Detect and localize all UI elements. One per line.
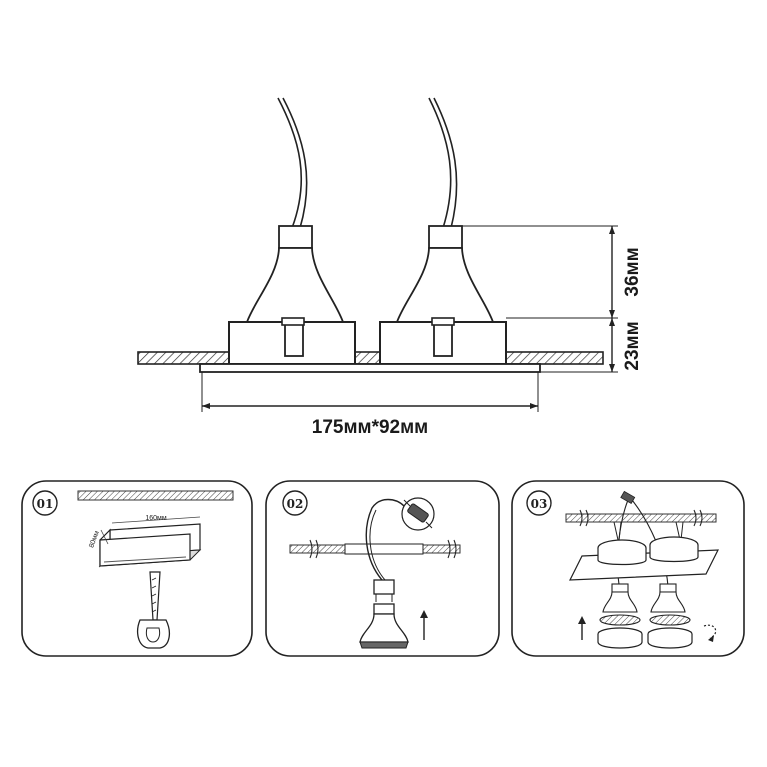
dim-width: 175мм*92мм bbox=[312, 417, 428, 438]
main-fixture-drawing: 36мм 23мм 175мм*92мм bbox=[137, 97, 643, 438]
frame-plate bbox=[199, 363, 541, 373]
retaining-ring-icon bbox=[597, 614, 643, 649]
step-panel-03: 03 bbox=[511, 480, 745, 657]
step-panel-01: 01 160мм 80мм bbox=[21, 480, 253, 657]
cutout-illustration: 160мм 80мм bbox=[88, 515, 202, 568]
height-dimension: 36мм 23мм bbox=[462, 225, 643, 373]
arrow-up-icon bbox=[578, 616, 586, 640]
bulb-icon bbox=[602, 583, 638, 613]
step-number-badge bbox=[526, 490, 552, 516]
connector-zoom-icon bbox=[401, 497, 435, 531]
bulb-icon bbox=[359, 603, 409, 649]
rotate-arrow-icon bbox=[703, 624, 717, 642]
width-dimension: 175мм*92мм bbox=[201, 372, 539, 438]
dim-height-bottom: 23мм bbox=[622, 321, 643, 370]
saw-icon bbox=[137, 571, 171, 649]
arrow-up-icon bbox=[420, 610, 428, 640]
dim-height-top: 36мм bbox=[622, 247, 643, 296]
ceiling-section bbox=[289, 539, 461, 559]
step-number-badge bbox=[282, 490, 308, 516]
ceiling-section bbox=[137, 351, 604, 365]
step-number: 01 bbox=[37, 497, 54, 511]
retaining-ring-icon bbox=[647, 614, 693, 649]
step-number: 03 bbox=[531, 497, 548, 511]
cutout-width-label: 160мм bbox=[145, 515, 166, 522]
left-wire bbox=[277, 97, 303, 229]
right-wire bbox=[428, 97, 452, 229]
left-lamp bbox=[228, 225, 356, 365]
step-number-badge bbox=[32, 490, 58, 516]
step-panel-02: 02 bbox=[265, 480, 500, 657]
bulb-icon bbox=[650, 583, 686, 613]
step-number: 02 bbox=[287, 497, 304, 511]
ceiling-section bbox=[565, 509, 717, 527]
right-lamp bbox=[379, 225, 507, 365]
